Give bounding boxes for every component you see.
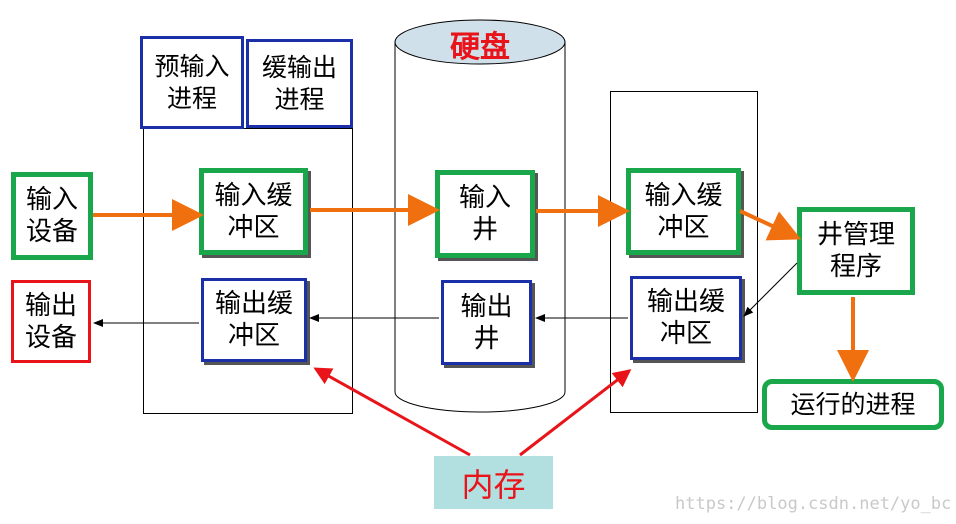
disk-top bbox=[394, 19, 566, 65]
right-output-buffer: 输出缓 冲区 bbox=[630, 276, 742, 360]
output-device: 输出 设备 bbox=[11, 280, 91, 363]
pre-input-process: 预输入 进程 bbox=[140, 36, 244, 129]
disk-label: 硬盘 bbox=[450, 30, 510, 65]
input-device: 输入 设备 bbox=[11, 172, 93, 260]
running-process: 运行的进程 bbox=[762, 379, 944, 430]
buffer-output-process: 缓输出 进程 bbox=[246, 39, 353, 128]
memory-label: 内存 bbox=[434, 456, 553, 509]
left-output-buffer: 输出缓 冲区 bbox=[201, 278, 307, 362]
output-well: 输出 井 bbox=[441, 280, 532, 365]
well-manager-program: 井管理 程序 bbox=[797, 207, 915, 295]
arrow-memory-to-right-panel bbox=[519, 369, 632, 457]
arrow-manager-to-right-output-buffer bbox=[743, 262, 798, 317]
watermark: https://blog.csdn.net/yo_bc bbox=[675, 494, 952, 514]
arrow-right-buffer-to-manager bbox=[739, 209, 802, 241]
arrow-memory-to-left-panel bbox=[313, 367, 471, 457]
left-input-buffer: 输入缓 冲区 bbox=[199, 168, 308, 255]
